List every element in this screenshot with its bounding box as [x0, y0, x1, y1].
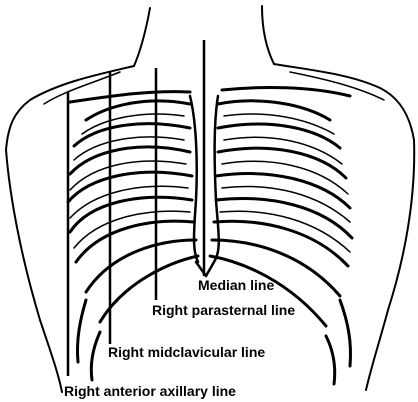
left-ribs: [210, 101, 352, 384]
median-line-label: Median line: [198, 277, 274, 293]
right-ribs: [68, 101, 198, 380]
right-parasternal-line-label: Right parasternal line: [152, 302, 295, 318]
right-midclavicular-line-label: Right midclavicular line: [108, 344, 265, 360]
right-anterior-axillary-line-label: Right anterior axillary line: [64, 383, 236, 399]
